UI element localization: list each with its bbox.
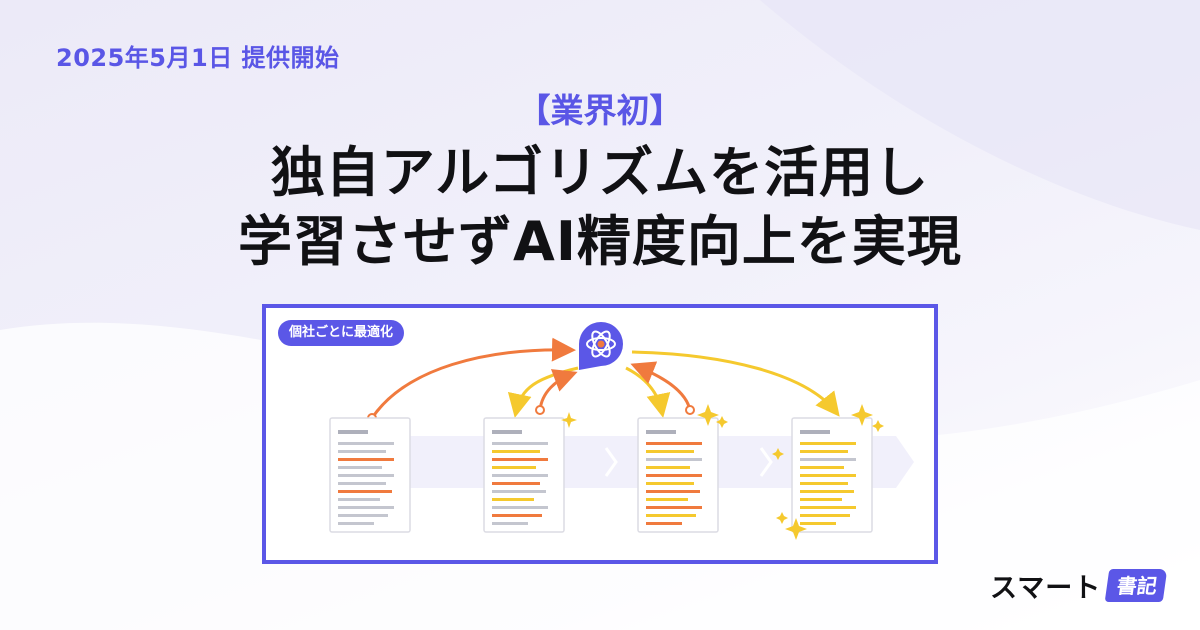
release-date: 2025年5月1日 提供開始 <box>56 44 340 72</box>
optimization-tag: 個社ごとに最適化 <box>278 320 405 346</box>
industry-first-badge: 【業界初】 <box>517 91 683 130</box>
brand-logo: スマート 書記 <box>990 568 1168 604</box>
document-icon <box>791 417 873 533</box>
document-icon <box>483 417 565 533</box>
logo-wordmark: スマート <box>990 572 1102 604</box>
diagram-panel: 個社ごとに最適化 <box>262 304 938 564</box>
sparkle-icon <box>561 404 884 540</box>
logo-badge: 書記 <box>1104 568 1168 602</box>
headline-line-1: 独自アルゴリズムを活用し <box>270 141 930 204</box>
atom-chat-icon <box>579 322 623 370</box>
document-icon <box>329 417 411 533</box>
document-icon <box>637 417 719 533</box>
headline-line-2: 学習させずAI精度向上を実現 <box>238 210 962 273</box>
